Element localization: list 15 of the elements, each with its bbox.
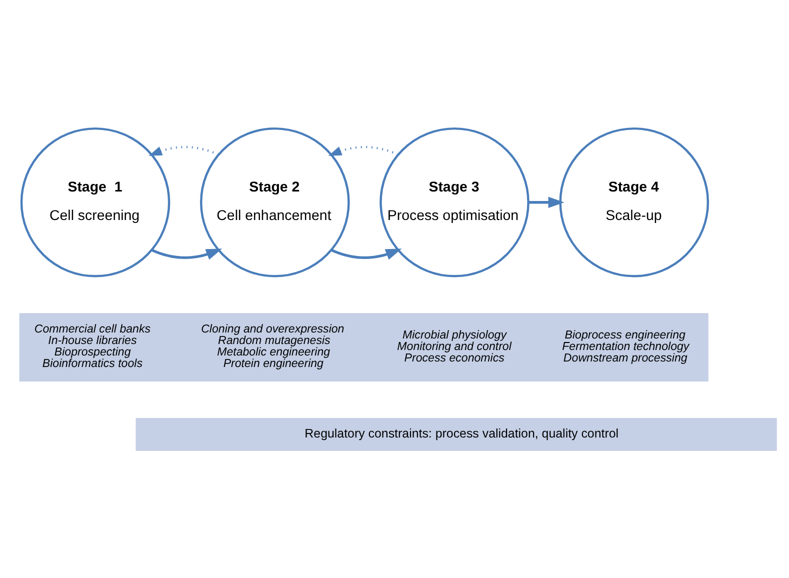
arrow	[148, 145, 219, 156]
node-box: Regulatory constraints: process validation, quality control	[136, 417, 777, 450]
node-circle: Stage 3 Process optimisation	[380, 126, 530, 277]
cluster	[19, 312, 708, 382]
node-circle: Stage 4 Scale-up	[559, 126, 710, 277]
arrow	[330, 248, 402, 260]
node-circle: Stage 1 Cell screening	[20, 126, 170, 277]
node-text: Commercial cell banks In-house libraries Bioprospecting Bioinformatics tools	[34, 323, 151, 370]
arrow	[151, 248, 222, 260]
node-text: Bioprocess engineering Fermentation technology Downstream processing	[562, 328, 690, 364]
arrow	[528, 196, 564, 208]
node-text: Cloning and overexpression Random mutagenesis Metabolic engineering Protein engineering	[201, 323, 344, 370]
node-text: Microbial physiology Monitoring and control Process economics	[397, 328, 512, 364]
arrow	[328, 145, 398, 156]
node-circle: Stage 2 Cell enhancement	[200, 126, 350, 277]
